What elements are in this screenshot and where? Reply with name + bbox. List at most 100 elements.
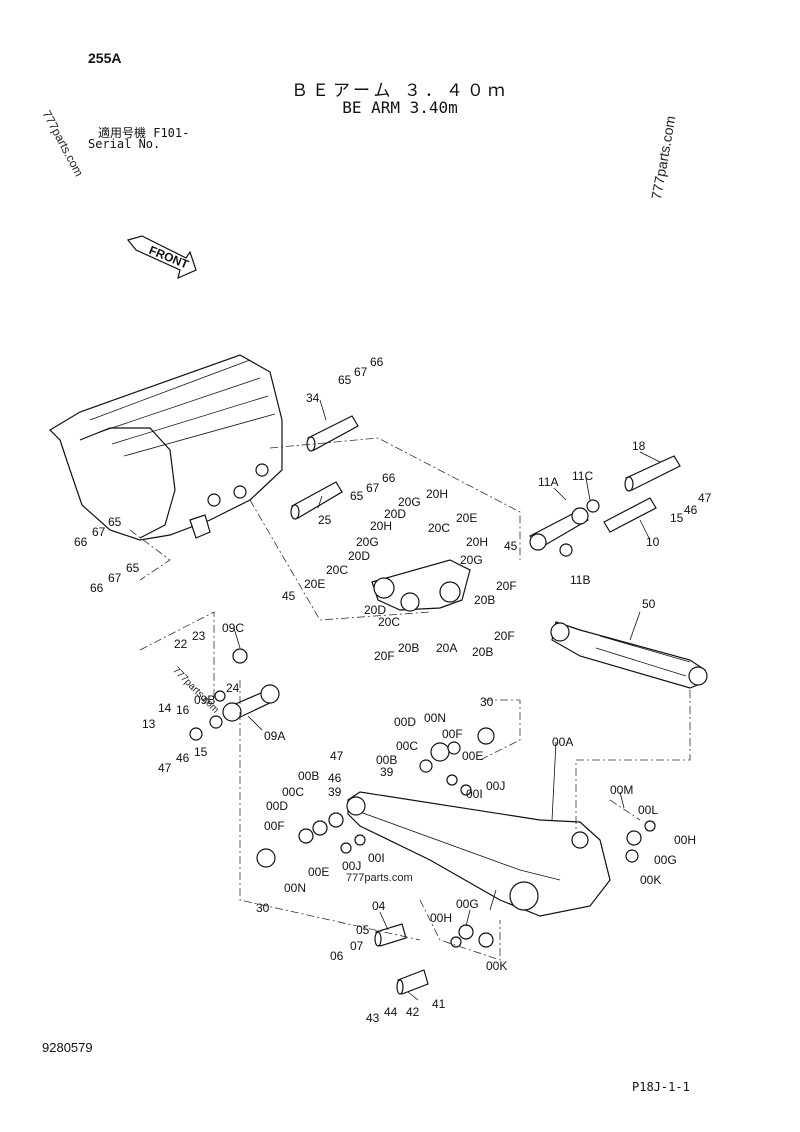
part-label: 00N bbox=[424, 711, 446, 725]
part-label: 20H bbox=[426, 487, 448, 501]
part-label: 20D bbox=[364, 603, 386, 617]
part-label: 20C bbox=[428, 521, 450, 535]
part-label: 00G bbox=[654, 853, 677, 867]
pin-34-icon bbox=[306, 415, 359, 452]
part-label: 00K bbox=[640, 873, 661, 887]
part-label: 66 bbox=[90, 581, 104, 595]
front-arrow-icon: FRONT bbox=[126, 235, 197, 280]
part-label: 66 bbox=[370, 355, 384, 369]
part-label: 23 bbox=[192, 629, 206, 643]
arm-00a-icon bbox=[346, 791, 611, 917]
part-label: 47 bbox=[698, 491, 712, 505]
part-label: 46 bbox=[684, 503, 698, 517]
part-label: 18 bbox=[632, 439, 646, 453]
pin-41-icon bbox=[396, 969, 429, 995]
part-label: 25 bbox=[318, 513, 332, 527]
document-number: 9280579 bbox=[42, 1040, 93, 1055]
link-11a-icon bbox=[529, 507, 589, 551]
bushing-09b-icon bbox=[209, 715, 223, 729]
part-label: 07 bbox=[350, 939, 364, 953]
part-label: 65 bbox=[338, 373, 352, 387]
part-label: 00F bbox=[264, 819, 285, 833]
part-label: 15 bbox=[194, 745, 208, 759]
part-label: 44 bbox=[384, 1005, 398, 1019]
part-label: 00E bbox=[308, 865, 329, 879]
pin-04-icon bbox=[374, 923, 407, 947]
part-label: 00D bbox=[266, 799, 288, 813]
part-label: 42 bbox=[406, 1005, 420, 1019]
part-label: 46 bbox=[176, 751, 190, 765]
part-labels: 66 67 65 34 25 65 67 66 65 67 66 65 67 6… bbox=[74, 355, 712, 1025]
part-label: 11B bbox=[570, 573, 590, 587]
part-label: 65 bbox=[126, 561, 140, 575]
part-label: 06 bbox=[330, 949, 344, 963]
part-label: 00I bbox=[368, 851, 385, 865]
part-label: 22 bbox=[174, 637, 188, 651]
washer-16-icon bbox=[189, 727, 203, 741]
part-label: 10 bbox=[646, 535, 660, 549]
part-label: 00F bbox=[442, 727, 463, 741]
page-title-jp: ＢＥアーム ３．４０ｍ bbox=[291, 81, 509, 101]
page-number: 255A bbox=[88, 50, 122, 66]
bushing-11c-icon bbox=[586, 499, 600, 513]
washer-24-icon bbox=[214, 690, 226, 702]
part-label: 67 bbox=[366, 481, 380, 495]
part-label: 00E bbox=[462, 749, 483, 763]
pin-10-icon bbox=[603, 497, 657, 533]
link-09a-icon bbox=[222, 684, 280, 722]
part-label: 00D bbox=[394, 715, 416, 729]
part-label: 39 bbox=[380, 765, 394, 779]
part-label: 11C bbox=[572, 469, 593, 483]
front-arrow-label: FRONT bbox=[147, 243, 191, 272]
part-label: 20E bbox=[304, 577, 325, 591]
part-label: 11A bbox=[538, 475, 558, 489]
part-label: 04 bbox=[372, 899, 386, 913]
part-label: 47 bbox=[158, 761, 172, 775]
part-label: 20H bbox=[466, 535, 488, 549]
bushing-09c-icon bbox=[232, 648, 248, 664]
part-label: 43 bbox=[366, 1011, 380, 1025]
part-label: 50 bbox=[642, 597, 656, 611]
part-label: 00N bbox=[284, 881, 306, 895]
leader-lines bbox=[233, 399, 661, 1001]
part-label: 20D bbox=[384, 507, 406, 521]
part-label: 09B bbox=[194, 693, 215, 707]
part-label: 00L bbox=[638, 803, 658, 817]
part-label: 47 bbox=[330, 749, 344, 763]
part-label: 20D bbox=[348, 549, 370, 563]
part-label: 09A bbox=[264, 729, 285, 743]
part-label: 41 bbox=[432, 997, 446, 1011]
pin-18-icon bbox=[624, 455, 681, 492]
part-label: 46 bbox=[328, 771, 342, 785]
part-label: 66 bbox=[74, 535, 88, 549]
part-label: 16 bbox=[176, 703, 190, 717]
part-label: 20C bbox=[378, 615, 400, 629]
page-reference: P18J-1-1 bbox=[632, 1080, 690, 1094]
part-label: 20B bbox=[474, 593, 495, 607]
part-label: 65 bbox=[350, 489, 364, 503]
part-label: 66 bbox=[382, 471, 396, 485]
part-label: 20F bbox=[374, 649, 395, 663]
part-label: 00B bbox=[298, 769, 319, 783]
part-label: 65 bbox=[108, 515, 122, 529]
part-label: 00J bbox=[342, 859, 361, 873]
part-label: 00C bbox=[282, 785, 304, 799]
part-label: 30 bbox=[256, 901, 270, 915]
part-label: 00G bbox=[456, 897, 479, 911]
part-label: 20B bbox=[472, 645, 493, 659]
bushing-11b-icon bbox=[559, 543, 573, 557]
part-label: 30 bbox=[480, 695, 494, 709]
part-label: 00C bbox=[396, 739, 418, 753]
page-title-en: BE ARM 3.40m bbox=[342, 98, 458, 117]
part-label: 00K bbox=[486, 959, 507, 973]
part-label: 13 bbox=[142, 717, 156, 731]
part-label: 15 bbox=[670, 511, 684, 525]
pin-25-icon bbox=[290, 481, 343, 520]
part-label: 67 bbox=[354, 365, 368, 379]
part-label: 34 bbox=[306, 391, 320, 405]
part-label: 39 bbox=[328, 785, 342, 799]
link-20a-icon bbox=[371, 559, 471, 612]
part-label: 09C bbox=[222, 621, 244, 635]
watermark: 777parts.com bbox=[346, 872, 413, 884]
